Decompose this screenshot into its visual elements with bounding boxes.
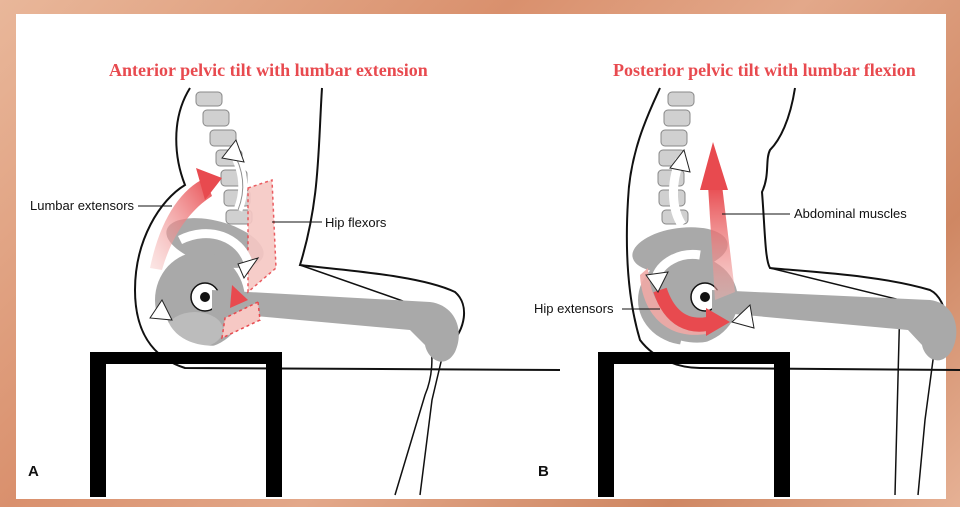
panel-a-letter: A <box>28 463 39 480</box>
hip-flexors-muscle-a <box>248 180 276 292</box>
panel-b-letter: B <box>538 463 549 480</box>
label-lumbar-extensors: Lumbar extensors <box>30 198 134 213</box>
label-hip-extensors: Hip extensors <box>534 301 613 316</box>
seat-a <box>90 352 282 497</box>
shin-outline-b <box>918 345 935 495</box>
panel-a-title: Anterior pelvic tilt with lumbar extensi… <box>109 60 428 81</box>
seat-b <box>598 352 790 497</box>
panel-b-title: Posterior pelvic tilt with lumbar flexio… <box>613 60 916 81</box>
panel-b-illustration <box>598 88 960 497</box>
panel-a-illustration <box>90 88 560 497</box>
label-hip-flexors: Hip flexors <box>325 215 386 230</box>
label-abdominal-muscles: Abdominal muscles <box>794 206 907 221</box>
shin-outline-a <box>420 345 445 495</box>
